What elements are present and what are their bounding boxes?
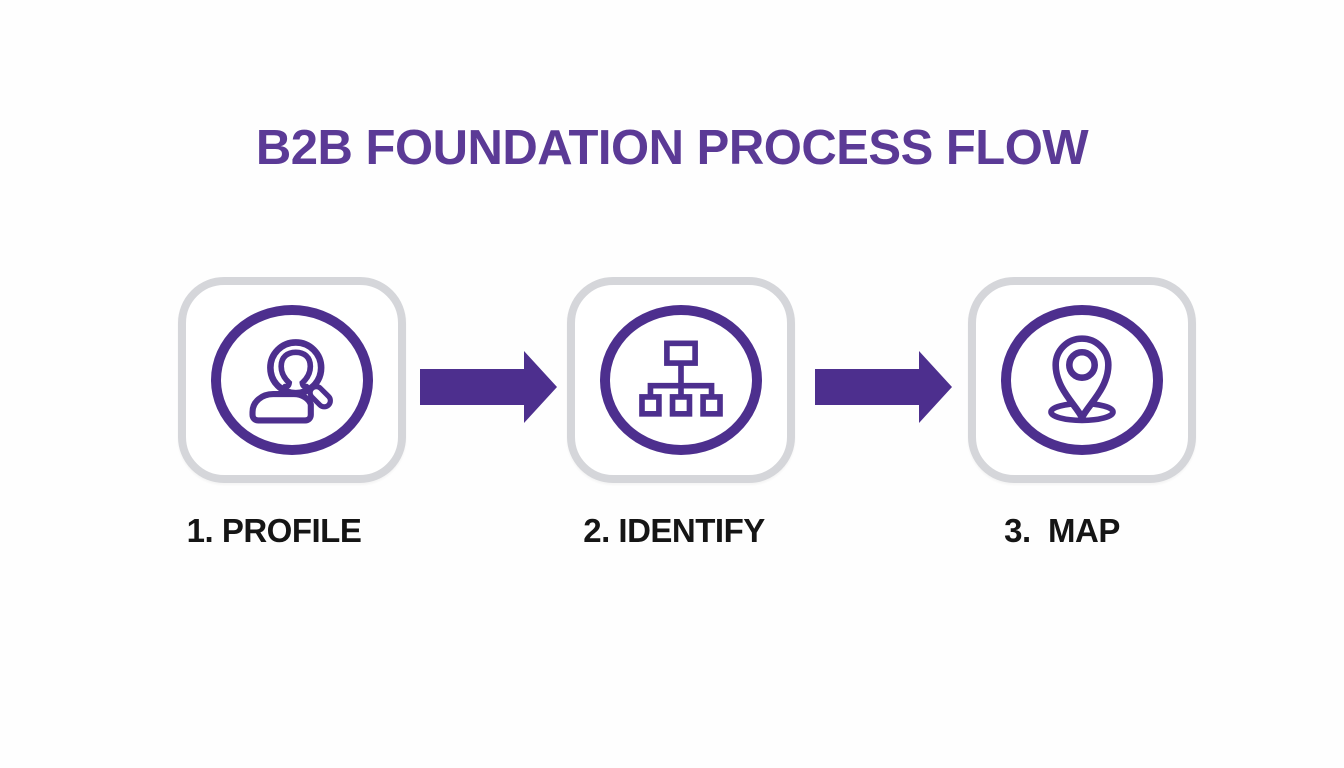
step-label-map: 3. MAP: [1004, 512, 1120, 549]
circle-frame: [600, 305, 762, 455]
step-tile-identify: [567, 277, 795, 483]
right-arrow-icon: [815, 351, 952, 423]
org-chart-icon: [639, 340, 723, 417]
right-arrow-icon: [420, 351, 557, 423]
step-label-profile: 1. PROFILE: [186, 512, 362, 549]
diagram-title: B2B FOUNDATION PROCESS FLOW: [255, 121, 1089, 175]
step-tile-profile: [178, 277, 406, 483]
circle-frame: [1001, 305, 1163, 455]
map-pin-icon: [1048, 335, 1116, 424]
circle-frame: [211, 305, 373, 455]
step-tile-map: [968, 277, 1196, 483]
step-label-identify: 2. IDENTIFY: [583, 512, 765, 549]
profile-search-icon: [249, 339, 333, 424]
